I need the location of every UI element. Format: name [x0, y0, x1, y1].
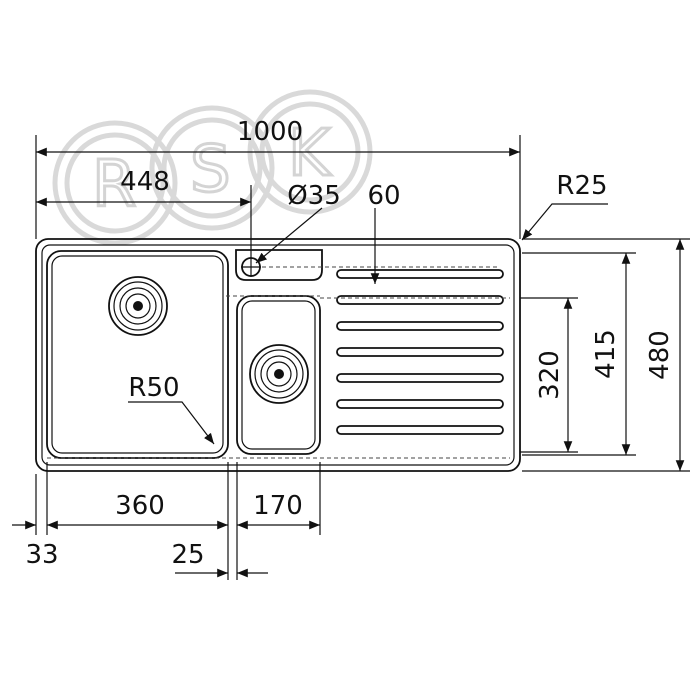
- tap-hole-icon: [241, 257, 261, 277]
- main-bowl-drain-icon: [108, 276, 168, 336]
- small-bowl-drain-icon: [249, 344, 309, 404]
- dim-left-offset: 448: [120, 167, 170, 197]
- tap-hole-area: [235, 249, 323, 281]
- dim-overall-depth: 480: [645, 330, 675, 380]
- dim-left-margin: 33: [25, 540, 58, 570]
- watermark-logo: R S K: [52, 89, 373, 246]
- watermark-letter-s: S: [190, 133, 231, 207]
- dim-corner-radius: R25: [556, 171, 607, 201]
- main-bowl: [46, 250, 229, 459]
- dim-small-bowl-width: 170: [253, 491, 303, 521]
- small-bowl: [236, 295, 321, 455]
- sink-outline: [35, 238, 521, 472]
- dim-bowl-gap: 25: [171, 540, 204, 570]
- watermark-letter-r: R: [92, 148, 136, 222]
- dim-main-bowl-width: 360: [115, 491, 165, 521]
- dim-bowl-depth: 415: [591, 329, 621, 379]
- dim-bowl-radius: R50: [128, 373, 179, 403]
- dim-overall-width: 1000: [237, 117, 303, 147]
- drainer-grooves: [336, 269, 504, 435]
- dim-tap-offset: 60: [367, 181, 400, 211]
- dim-small-bowl-depth: 320: [535, 350, 565, 400]
- dim-tap-hole: Ø35: [287, 181, 341, 211]
